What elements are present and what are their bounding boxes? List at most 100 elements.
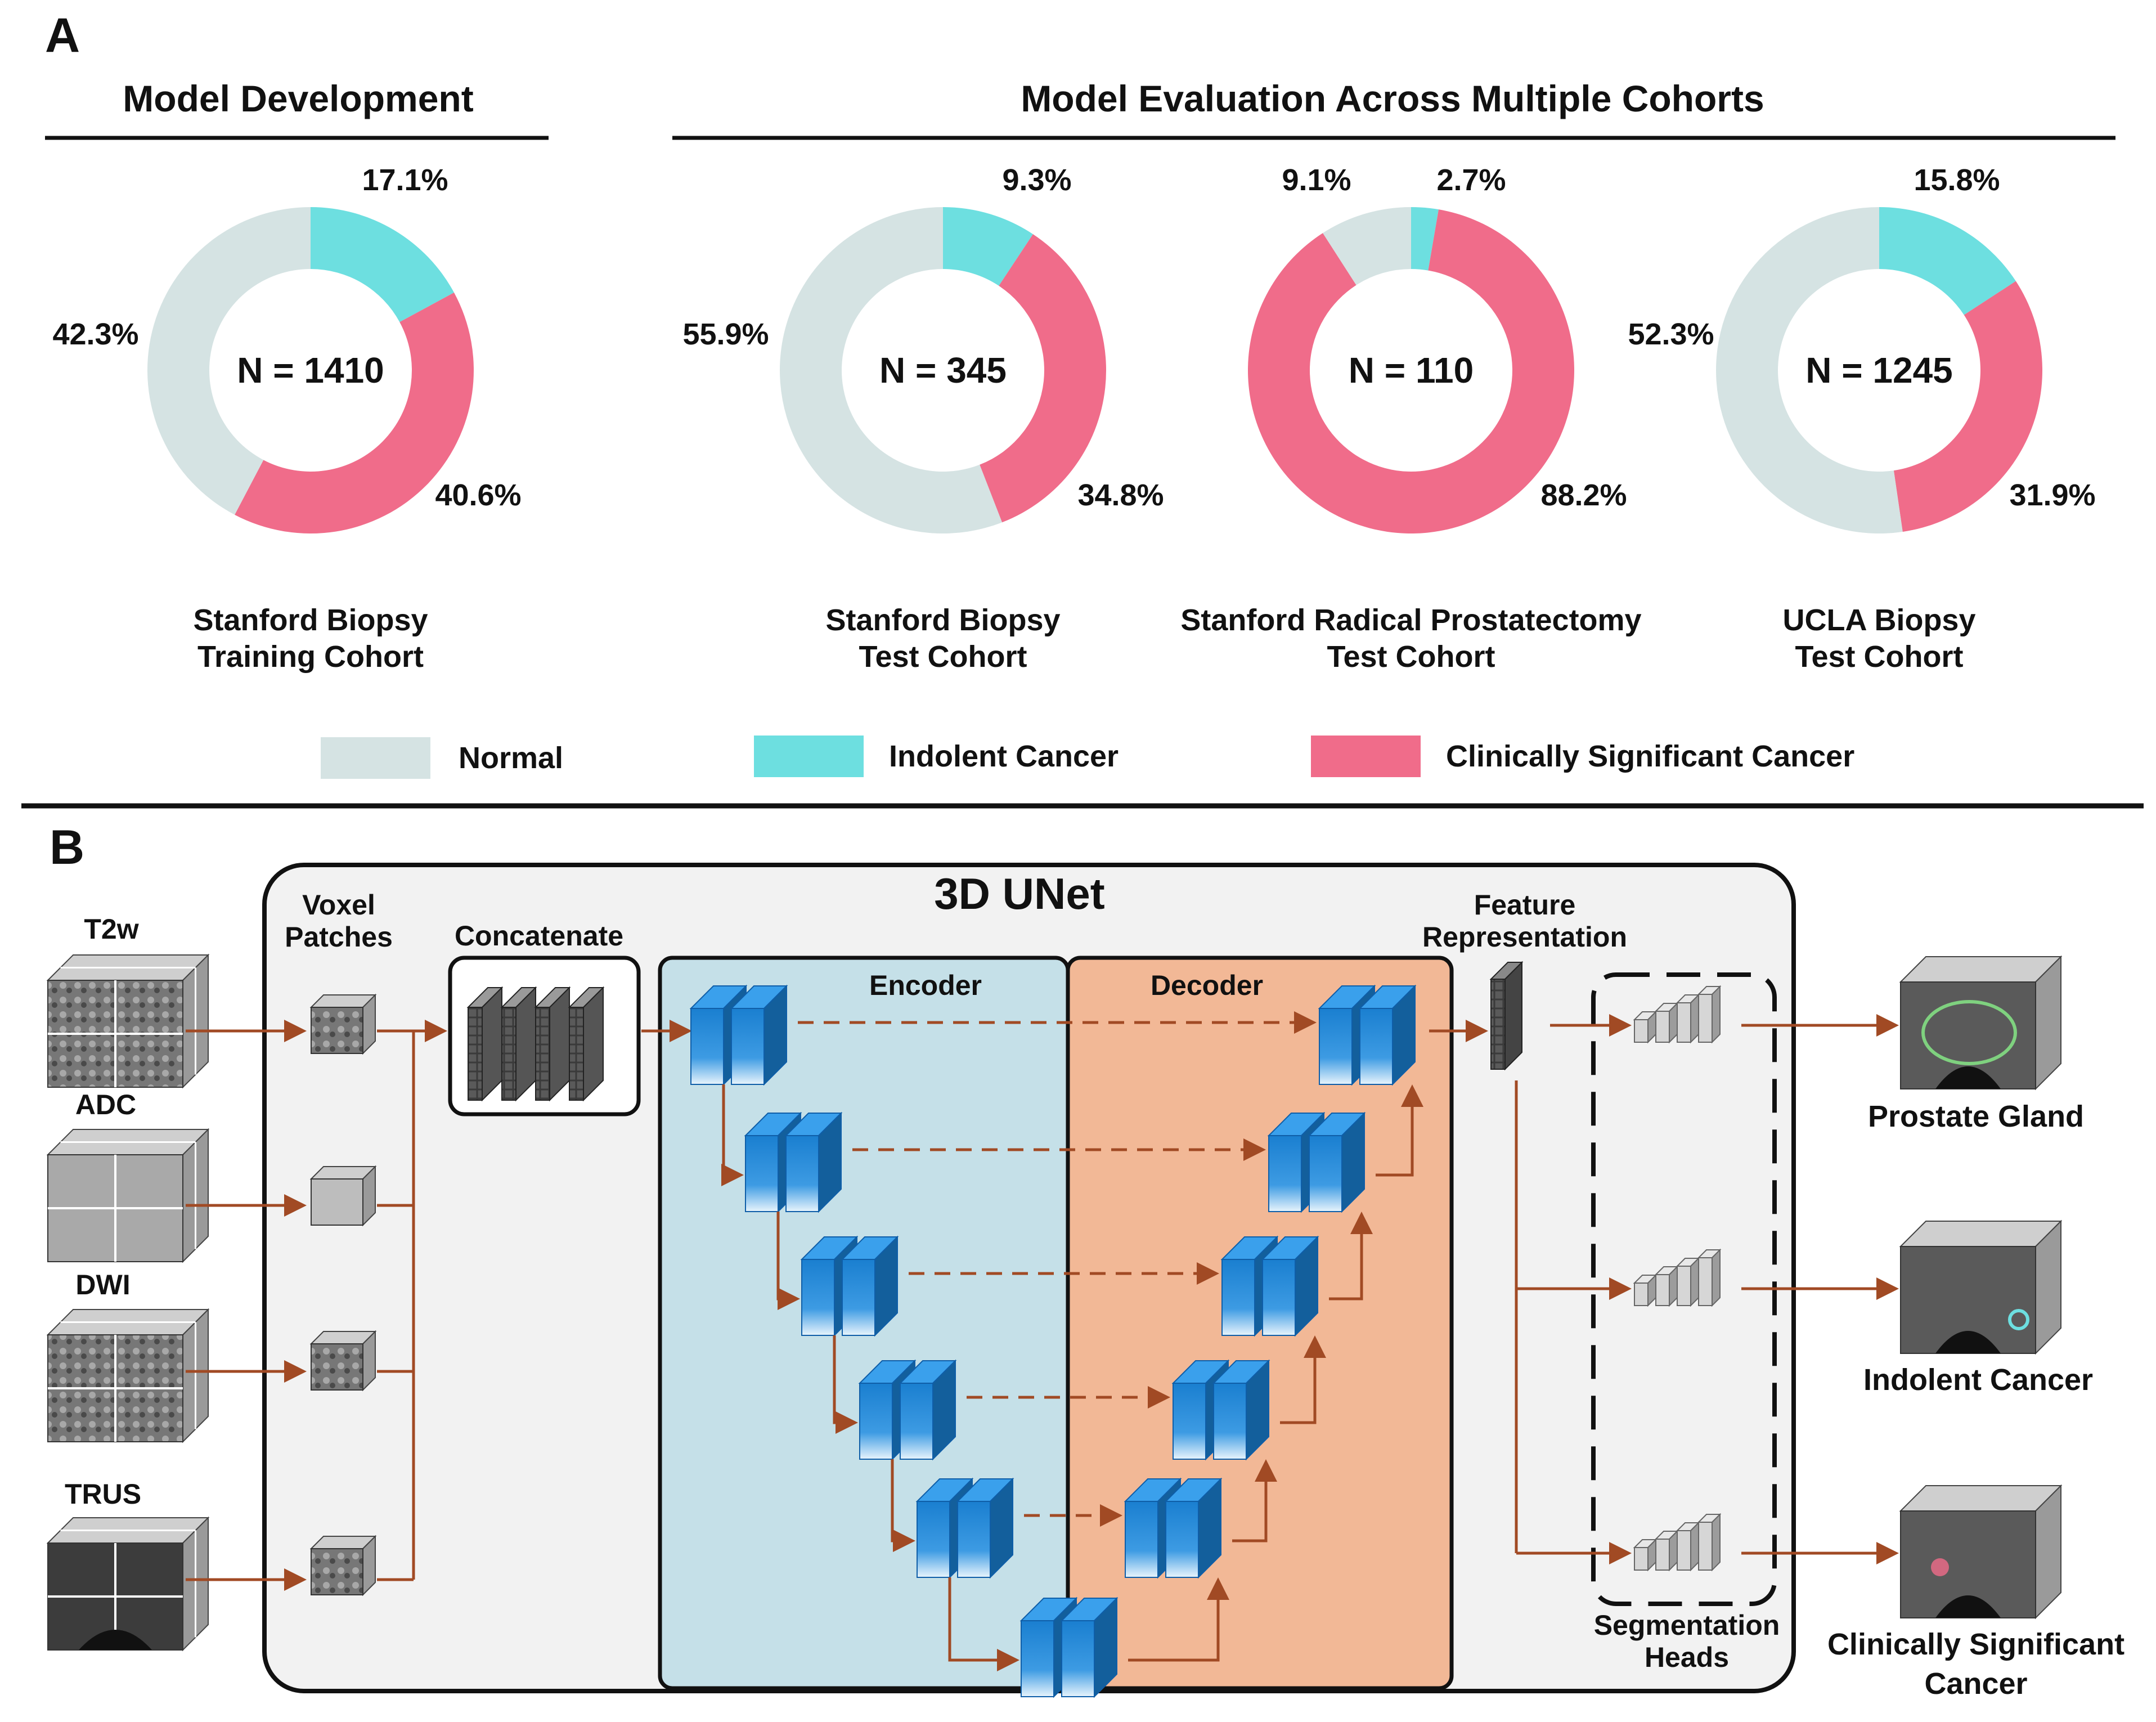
segmentation-head-icon (1633, 1248, 1722, 1307)
output-label-prostate: Prostate Gland (1868, 1100, 2084, 1133)
cohort-label-3: UCLA Biopsy Test Cohort (1782, 603, 1975, 674)
donut-slice-normal (147, 207, 311, 515)
cohort-label-1: Stanford Biopsy Test Cohort (825, 603, 1060, 674)
donut-slice-indolent (1879, 207, 2016, 315)
indolent-lesion-marker (2008, 1309, 2029, 1330)
donut-label-significant: 88.2% (1540, 478, 1627, 512)
input-label-adc: ADC (75, 1089, 136, 1120)
cohort-name-line2: Test Cohort (1327, 640, 1495, 674)
donut-slice-significant (235, 292, 474, 533)
decoder-block-icon (1267, 1111, 1366, 1213)
cohort-label-2: Stanford Radical Prostatectomy Test Coho… (1180, 603, 1641, 674)
donut-label-normal: 52.3% (1628, 317, 1714, 351)
voxel-patch-icon (309, 1330, 377, 1392)
cohort-name-line2: Test Cohort (859, 640, 1027, 674)
concat-slab-front (468, 1007, 483, 1101)
donut-slice-indolent (311, 207, 455, 322)
donut-label-indolent: 9.3% (1002, 163, 1071, 197)
cohort-label-0: Stanford Biopsy Training Cohort (193, 603, 428, 674)
donut-slice-significant (1247, 209, 1574, 533)
input-label-dwi: DWI (75, 1269, 130, 1301)
concat-slab-front (535, 1007, 550, 1101)
encoder-block-icon (800, 1235, 899, 1337)
panel-b-letter: B (50, 820, 84, 875)
decoder-up-arrow (1280, 1335, 1326, 1424)
ultrasound-probe-shadow (1935, 1595, 2001, 1618)
concat-slab-side (583, 986, 604, 1102)
voxel-patches-label-line1: Voxel (302, 889, 375, 921)
donut-label-indolent: 17.1% (362, 163, 448, 197)
voxel-patch-icon (309, 1535, 377, 1597)
t2w-volume-icon (46, 953, 210, 1089)
encoder-down-arrow (833, 1335, 858, 1434)
architecture-diagram (46, 953, 2063, 1698)
donut-slice-indolent (1411, 207, 1439, 271)
donut-center-count: N = 110 (1349, 350, 1474, 391)
feature-grid-side (1504, 961, 1522, 1071)
concat-slab-side (549, 986, 570, 1102)
donut-label-normal: 42.3% (52, 317, 138, 351)
model-evaluation-title: Model Evaluation Across Multiple Cohorts (1021, 78, 1764, 119)
donut-slice-significant (1893, 281, 2042, 532)
cohort-name-line1: Stanford Radical Prostatectomy (1180, 603, 1641, 637)
donut-slice-normal (1716, 207, 1903, 533)
donut-center-count: N = 345 (879, 350, 1007, 391)
output-label-significant-line1: Clinically Significant (1827, 1627, 2124, 1661)
donut-label-normal: 9.1% (1282, 163, 1351, 197)
encoder-down-arrow (776, 1212, 800, 1310)
legend-swatch-indolent (754, 736, 864, 777)
donut-label-indolent: 2.7% (1436, 163, 1506, 197)
donut-label-significant: 34.8% (1077, 478, 1164, 512)
legend-swatch-significant (1311, 736, 1421, 777)
donut-label-indolent: 15.8% (1914, 163, 2000, 197)
significant-lesion-marker (1931, 1558, 1949, 1576)
panel-a-letter: A (45, 8, 80, 62)
donut-slice-normal (779, 207, 1003, 534)
donut-label-normal: 55.9% (682, 317, 769, 351)
decoder-block-icon (1318, 984, 1417, 1086)
feature-label-line1: Feature (1474, 889, 1576, 921)
encoder-down-arrow (721, 1084, 744, 1186)
indolent-output-volume-icon (1899, 1219, 2063, 1355)
legend: Normal Indolent Cancer Clinically Signif… (321, 736, 1854, 779)
decoder-up-arrow (1329, 1212, 1373, 1301)
donut-slice-significant (980, 234, 1106, 523)
input-label-trus: TRUS (65, 1478, 141, 1510)
cohort-name-line1: UCLA Biopsy (1782, 603, 1975, 637)
decoder-up-arrow (1376, 1084, 1423, 1177)
voxel-patch-icon (309, 993, 377, 1055)
decoder-block-icon (1124, 1477, 1223, 1579)
concat-slab-front (501, 1007, 516, 1101)
trus-volume-icon (46, 1516, 210, 1652)
encoder-block-icon (689, 984, 788, 1086)
feature-label-line2: Representation (1422, 921, 1627, 953)
donut-slice-normal (1323, 207, 1411, 285)
legend-swatch-normal (321, 737, 430, 779)
segmentation-heads-label-line2: Heads (1645, 1642, 1729, 1673)
encoder-down-arrow (891, 1459, 915, 1552)
donut-center-count: N = 1245 (1805, 350, 1953, 391)
ultrasound-probe-shadow (1935, 1331, 2001, 1353)
encoder-block-icon (858, 1359, 957, 1461)
concat-slab-side (515, 986, 536, 1102)
cohort-name-line2: Training Cohort (197, 640, 424, 674)
dwi-volume-icon (46, 1308, 210, 1443)
model-development-title: Model Development (123, 78, 473, 119)
ultrasound-probe-shadow (1935, 1066, 2001, 1089)
encoder-label: Encoder (869, 970, 982, 1001)
voxel-patch-icon (309, 1165, 377, 1227)
legend-label-significant: Clinically Significant Cancer (1446, 739, 1854, 773)
segmentation-head-icon (1633, 985, 1722, 1044)
encoder-block-icon (915, 1477, 1014, 1579)
trus-arch-shadow (79, 1630, 152, 1650)
donut-slice-indolent (943, 207, 1033, 286)
legend-label-normal: Normal (459, 741, 563, 775)
significant-output-volume-icon (1899, 1484, 2063, 1620)
segmentation-heads-label-line1: Segmentation (1594, 1609, 1780, 1641)
segmentation-head-icon (1633, 1513, 1722, 1572)
decoder-block-icon (1171, 1359, 1270, 1461)
legend-label-indolent: Indolent Cancer (889, 739, 1119, 773)
output-label-indolent: Indolent Cancer (1863, 1363, 2093, 1397)
input-label-t2w: T2w (84, 913, 138, 945)
